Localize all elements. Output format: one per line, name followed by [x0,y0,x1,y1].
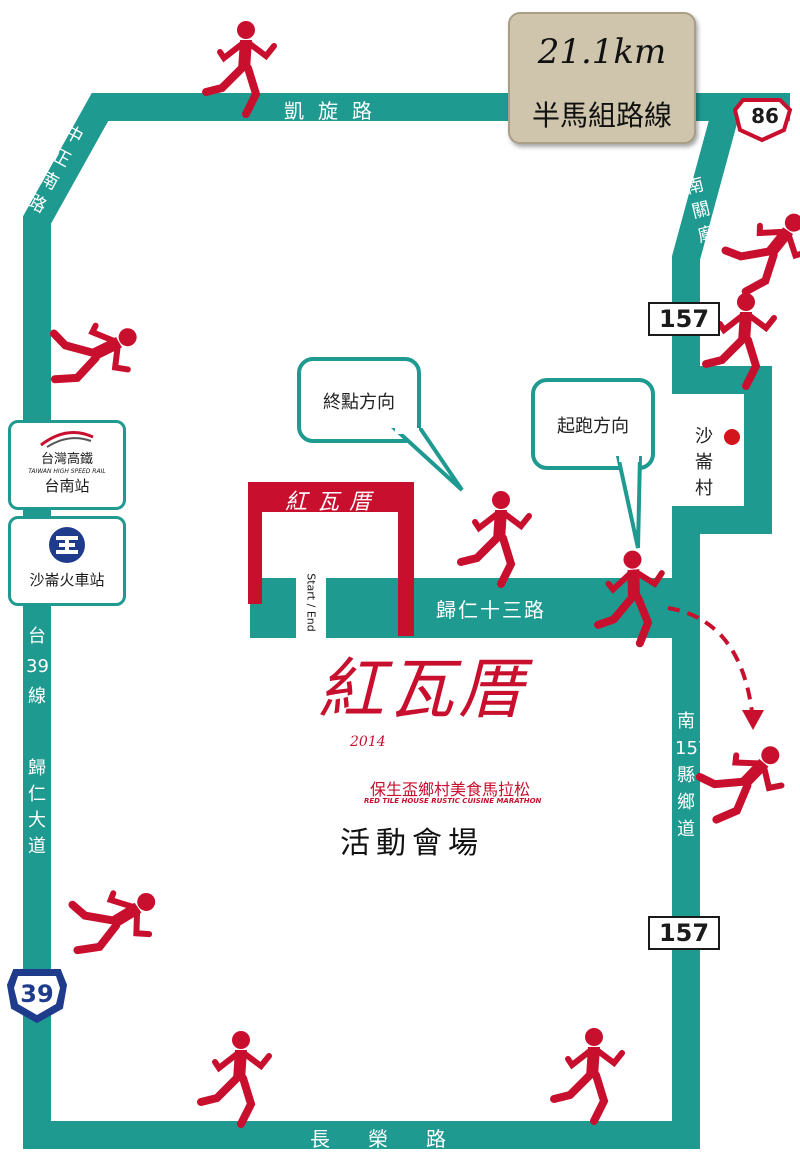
runner-icon [586,545,675,656]
tra-station-box: 沙崙火車站 [8,516,126,606]
runner-icon [200,18,280,122]
runner-icon [548,1025,628,1129]
runner-icon [44,857,175,982]
start-callout-tail [615,456,643,549]
title-card: 21.1km 半馬組路線 [508,12,696,144]
runner-icon [676,716,800,847]
hw86-number: 86 [751,104,779,128]
route-subtitle: 半馬組路線 [531,99,672,132]
start-gate [248,482,414,638]
runner-icon [455,488,535,592]
tra-logo-icon [49,527,85,563]
hsr-logo-icon [40,431,94,448]
hsr-brand-zh: 台灣高鐵 [40,452,93,467]
course-loop [23,93,772,1149]
hsr-station-name: 台南站 [44,477,90,495]
road-center: 歸仁十三路 [436,598,546,622]
event-name-zh: 保生盃鄉村美食馬拉松 [370,780,531,799]
road-bottom: 長榮路 [310,1127,484,1151]
dashed-arrow [667,606,754,713]
finish-direction-callout: 終點方向 [297,357,421,443]
event-year: 2014 [350,734,386,750]
road-top: 凱旋路 [284,99,386,123]
road-left-lower: 歸仁大道 [28,758,46,857]
village-dot [724,429,740,445]
start-end-label: Start / End [304,573,318,632]
event-name-en: RED TILE HOUSE RUSTIC CUISINE MARATHON [364,797,542,805]
venue-label: 活動會場 [340,826,484,861]
village-label: 沙崙村 [695,426,713,499]
finish-callout-tail [391,428,464,492]
start-direction-callout: 起跑方向 [531,378,655,470]
tra-station-name: 沙崙火車站 [29,571,105,589]
start-direction-label: 起跑方向 [557,416,629,437]
road-left-upper: 台39線 [26,626,49,707]
road-right-lower: 南157縣鄉道 [675,711,710,840]
gate-logo: 紅瓦厝 [284,490,381,515]
runner-icon [703,186,800,317]
runner-icon [25,291,155,412]
arrow-head [742,710,764,730]
county157-upper-shield: 157 [648,302,720,336]
county157-lower-shield: 157 [648,916,720,950]
runner-icon [700,290,780,394]
event-logo: 紅瓦厝 [318,651,528,728]
finish-direction-label: 終點方向 [323,392,395,413]
hw39-shield [6,969,68,1024]
hw39-number: 39 [20,980,54,1008]
runner-icon [195,1028,275,1132]
distance-label: 21.1km [537,32,667,72]
hw86-shield [732,98,793,143]
hsr-station-box: 台灣高鐵 TAIWAN HIGH SPEED RAIL 台南站 [8,420,126,510]
hsr-brand-en: TAIWAN HIGH SPEED RAIL [28,468,106,475]
